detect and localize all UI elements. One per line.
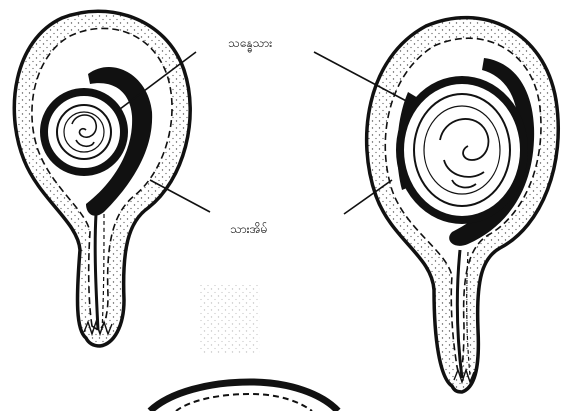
left-embryo-sac xyxy=(44,92,124,172)
bottom-partial-diagram xyxy=(150,382,338,411)
embryo-label: သန္ဓေသား xyxy=(226,36,274,50)
right-embryo-sac xyxy=(400,80,524,220)
uterus-label: သားအိမ် xyxy=(228,222,269,236)
right-uterus xyxy=(367,18,559,392)
left-uterus xyxy=(14,11,190,346)
